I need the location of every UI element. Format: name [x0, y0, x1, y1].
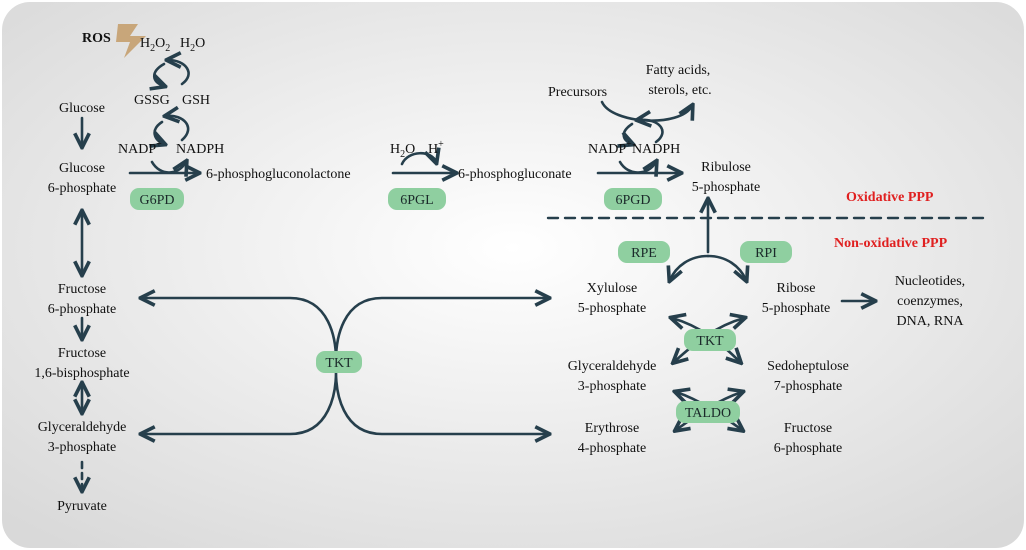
nadph-g6pd-label: NADPH — [176, 142, 224, 157]
h2o-label: H2O — [180, 36, 205, 54]
r5p-label-2: 5-phosphate — [762, 301, 830, 316]
r5p-label-1: Ribose — [777, 281, 816, 296]
f16bp-label-2: 1,6-bisphosphate — [34, 366, 129, 381]
lightning-icon — [116, 24, 146, 58]
taldo-label: TALDO — [685, 406, 731, 421]
fatty-label-2: sterols, etc. — [648, 83, 711, 98]
arrow-nadp-nadph-6pgd — [618, 162, 656, 173]
nadph-6pgd-label: NADPH — [632, 142, 680, 157]
proton-label: H+ — [428, 139, 444, 157]
nucleotides-label-3: DNA, RNA — [897, 314, 965, 329]
f16bp-label-1: Fructose — [58, 346, 106, 361]
ros-label: ROS — [82, 31, 111, 46]
pgl-product-label: 6-phosphogluconolactone — [206, 167, 351, 182]
fatty-label-1: Fatty acids, — [646, 63, 711, 78]
rpe-label: RPE — [631, 246, 657, 261]
arrow-nadp-nadph-g6pd — [150, 162, 186, 173]
ru5p-label-1: Ribulose — [701, 160, 751, 175]
g3p-left-label-1: Glyceraldehyde — [38, 420, 127, 435]
arrow-nadp-6pgd-up — [624, 122, 632, 144]
pg-product-label: 6-phosphogluconate — [458, 167, 572, 182]
pill-rpi — [740, 241, 792, 263]
nucleotides-label-2: coenzymes, — [897, 294, 963, 309]
pill-g6pd — [130, 188, 184, 210]
f6p-right-label-1: Fructose — [784, 421, 832, 436]
arrow-precursors-to-fatty — [600, 100, 692, 122]
tkt-right-label: TKT — [696, 334, 724, 349]
pill-taldo — [676, 401, 740, 423]
f6p-label-1: Fructose — [58, 282, 106, 297]
pill-rpe — [618, 241, 670, 263]
nucleotides-label-1: Nucleotides, — [895, 274, 965, 289]
g6p-label-1: Glucose — [59, 161, 105, 176]
arrow-gsh-to-h2o2 — [168, 60, 190, 86]
nadp-g6pd-label: NADP+ — [118, 139, 162, 157]
xu5p-label-1: Xylulose — [587, 281, 638, 296]
pill-6pgd — [604, 188, 662, 210]
arrow-h2o2-to-gssg — [154, 62, 164, 86]
precursors-label: Precursors — [548, 85, 607, 100]
6pgl-label: 6PGL — [400, 193, 433, 208]
pill-tkt-right — [684, 329, 736, 351]
pill-tkt-left — [316, 351, 362, 373]
tkt-left-label: TKT — [325, 356, 353, 371]
water-label: H2O — [390, 142, 415, 160]
6pgd-label: 6PGD — [615, 193, 650, 208]
arrow-nadph-to-gssg — [166, 116, 190, 142]
xu5p-label-2: 5-phosphate — [578, 301, 646, 316]
arrow-gsh-to-nadp — [155, 120, 164, 144]
gssg-label: GSSG — [134, 93, 170, 108]
nadp-6pgd-label: NADP+ — [588, 139, 632, 157]
e4p-label-2: 4-phosphate — [578, 441, 646, 456]
f6p-label-2: 6-phosphate — [48, 302, 116, 317]
glucose-label: Glucose — [59, 101, 105, 116]
g3p-left-label-2: 3-phosphate — [48, 440, 116, 455]
f6p-right-label-2: 6-phosphate — [774, 441, 842, 456]
rpi-label: RPI — [755, 246, 777, 261]
g6pd-label: G6PD — [139, 193, 174, 208]
s7p-label-2: 7-phosphate — [774, 379, 842, 394]
gsh-label: GSH — [182, 93, 210, 108]
ru5p-label-2: 5-phosphate — [692, 180, 760, 195]
arrow-split-to-xu5p — [670, 254, 710, 280]
enzyme-pills — [130, 188, 792, 423]
non-oxidative-ppp-label: Non-oxidative PPP — [834, 236, 948, 251]
arrow-split-to-r5p — [706, 254, 746, 280]
s7p-label-1: Sedoheptulose — [767, 359, 849, 374]
pill-6pgl — [388, 188, 446, 210]
h2o2-label: H2O2 — [140, 36, 170, 54]
arrow-water-proton — [400, 153, 436, 164]
oxidative-ppp-label: Oxidative PPP — [846, 190, 934, 205]
e4p-label-1: Erythrose — [585, 421, 639, 436]
g3p-right-label-2: 3-phosphate — [578, 379, 646, 394]
pyruvate-label: Pyruvate — [57, 499, 107, 514]
g3p-right-label-1: Glyceraldehyde — [568, 359, 657, 374]
g6p-label-2: 6-phosphate — [48, 181, 116, 196]
